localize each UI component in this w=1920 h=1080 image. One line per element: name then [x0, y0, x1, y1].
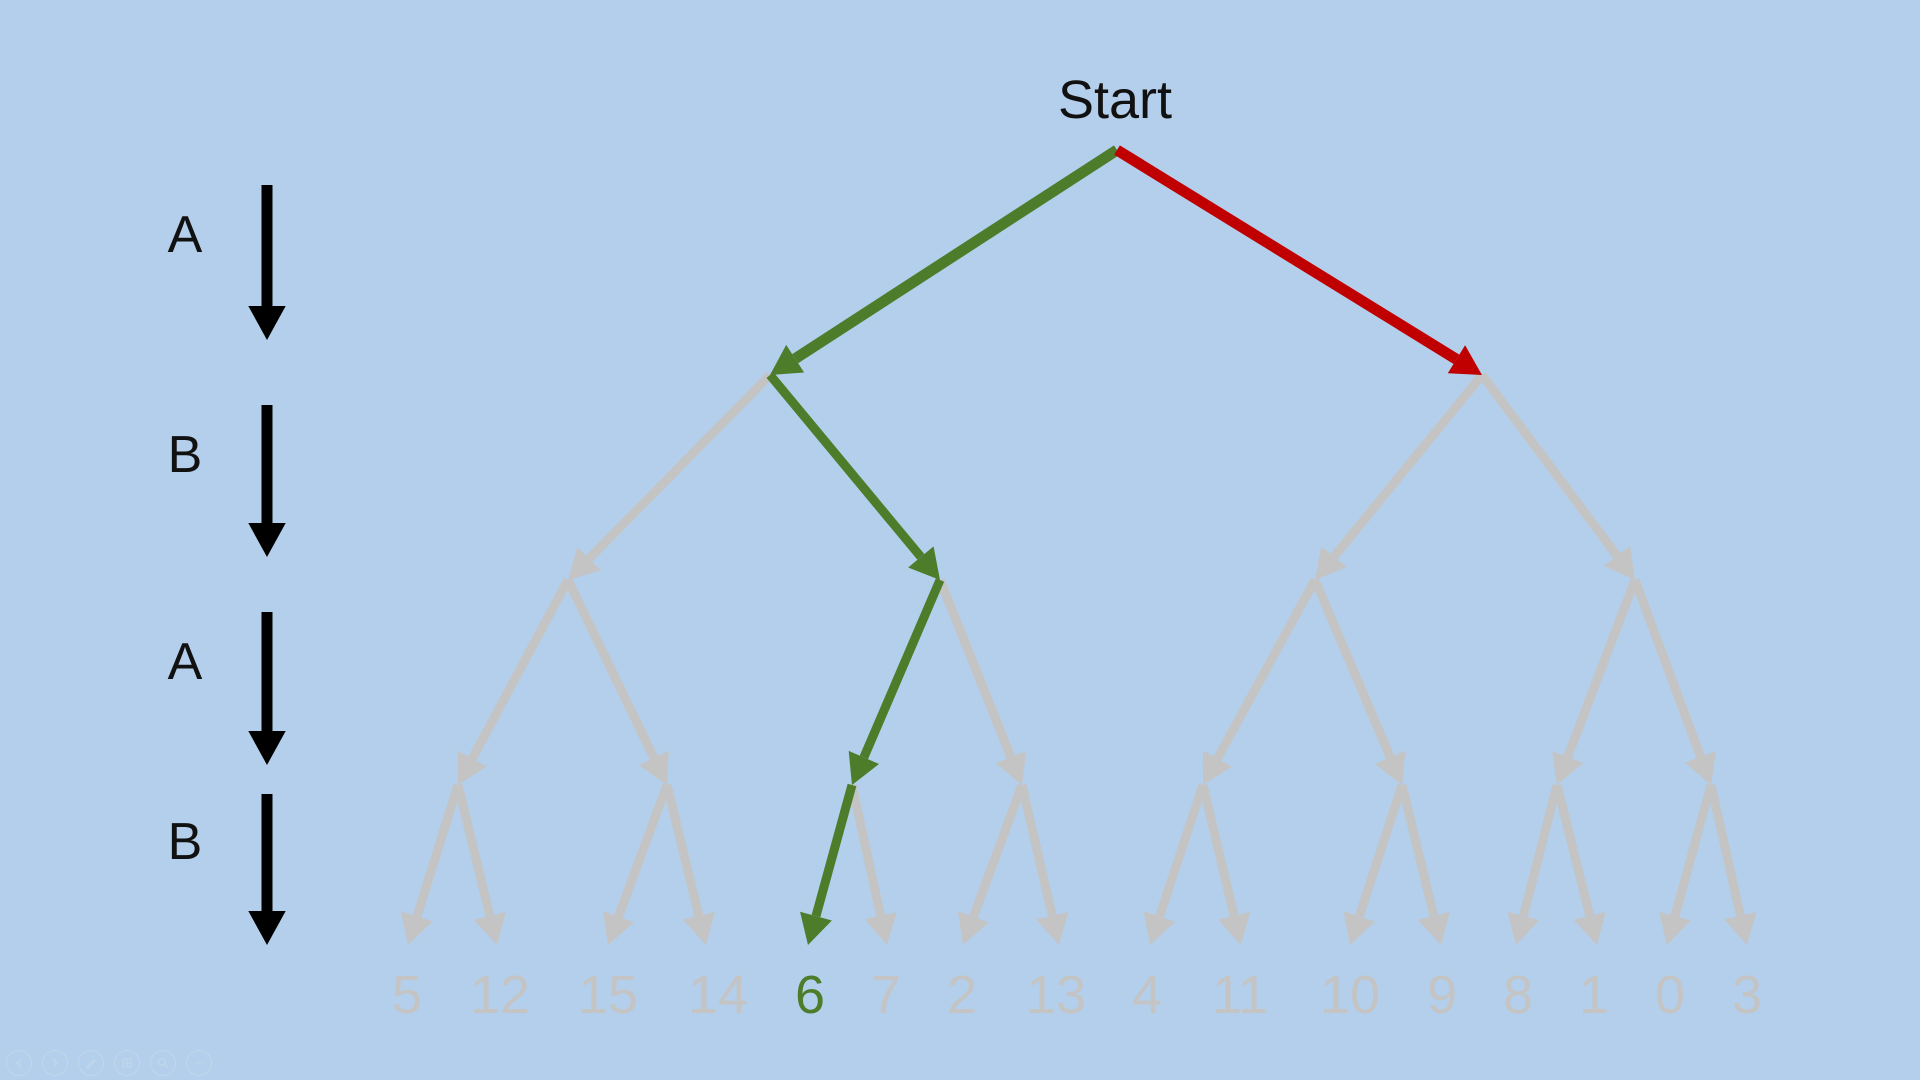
chosen-branch-arrow	[811, 783, 857, 918]
inactive-branch-arrow	[1519, 783, 1562, 918]
inactive-branch-arrow-head	[1507, 911, 1540, 945]
level-label: A	[168, 633, 203, 691]
inactive-branch-arrow-head	[1343, 911, 1375, 945]
leaf-value: 7	[871, 965, 901, 1025]
chosen-branch-arrow	[766, 372, 925, 560]
level-label: B	[168, 426, 203, 484]
leaf-value: 10	[1320, 965, 1380, 1025]
start-label: Start	[1058, 70, 1172, 130]
inactive-branch-arrow-head	[1143, 911, 1176, 945]
level-label: B	[168, 813, 203, 871]
leaf-value: 13	[1026, 965, 1086, 1025]
inactive-branch-arrow-head	[1685, 751, 1717, 785]
inactive-branch-arrow	[1155, 783, 1208, 918]
inactive-branch-arrow-head	[457, 750, 487, 785]
inactive-branch-arrow	[468, 577, 572, 761]
inactive-branch-arrow-head	[682, 911, 715, 945]
inactive-branch-arrow	[1670, 783, 1716, 918]
inactive-branch-arrow	[1563, 578, 1640, 759]
inactive-branch-arrow	[847, 784, 885, 917]
inactive-branch-arrow	[453, 783, 495, 917]
inactive-branch-arrow-head	[639, 750, 669, 785]
leaf-value: 3	[1732, 965, 1762, 1025]
chosen-branch-arrow	[792, 145, 1120, 364]
chosen-branch-arrow-head	[908, 546, 940, 580]
leaf-value: 1	[1579, 965, 1609, 1025]
inactive-branch-arrow	[935, 578, 1016, 759]
inactive-branch-arrow	[1017, 783, 1057, 917]
inactive-branch-arrow-head	[602, 911, 634, 945]
level-down-arrow-head	[248, 911, 286, 945]
rejected-branch-arrow	[1114, 145, 1460, 364]
inactive-branch-arrow	[1198, 783, 1239, 917]
inactive-branch-arrow-head	[1036, 912, 1069, 945]
level-down-arrow-head	[248, 306, 286, 340]
inactive-branch-arrow-head	[1724, 912, 1757, 945]
inactive-branches	[401, 371, 1757, 945]
more-icon[interactable]	[186, 1050, 212, 1076]
next-icon[interactable]	[42, 1050, 68, 1076]
level-indicators	[248, 185, 286, 945]
inactive-branch-arrow-head	[1603, 546, 1635, 580]
level-label: A	[168, 206, 203, 264]
leaf-value: 4	[1132, 965, 1162, 1025]
leaf-value: 15	[578, 965, 638, 1025]
level-down-arrow-head	[248, 523, 286, 557]
inactive-branch-arrow-head	[995, 751, 1027, 785]
level-down-arrow-head	[248, 731, 286, 765]
leaf-value: 8	[1503, 965, 1533, 1025]
inactive-branch-arrow	[969, 783, 1027, 919]
prev-icon[interactable]	[6, 1050, 32, 1076]
rejected-branch-arrow-head	[1447, 345, 1482, 375]
zoom-icon[interactable]	[150, 1050, 176, 1076]
inactive-branch-arrow	[1213, 577, 1319, 761]
inactive-branch-arrow	[1310, 578, 1395, 760]
inactive-branch-arrow	[662, 783, 704, 917]
inactive-branch-arrow	[412, 783, 463, 918]
slides-icon[interactable]	[114, 1050, 140, 1076]
inactive-branch-arrow	[585, 371, 774, 562]
inactive-branch-arrow-head	[1417, 911, 1450, 945]
inactive-branch-arrow-head	[1202, 750, 1232, 785]
inactive-branch-arrow-head	[568, 547, 601, 580]
leaf-value: 9	[1427, 965, 1457, 1025]
chosen-branch-arrow-head	[800, 911, 832, 945]
inactive-branch-arrow-head	[1573, 911, 1606, 945]
inactive-branch-arrow-head	[1375, 750, 1406, 785]
inactive-branch-arrow	[1354, 783, 1407, 918]
chosen-branch-arrow-head	[770, 344, 805, 375]
inactive-branch-arrow-head	[401, 911, 433, 945]
active-branches	[766, 145, 1482, 945]
chosen-branch-arrow-head	[848, 750, 879, 785]
inactive-branch-arrow	[1397, 783, 1439, 917]
inactive-branch-arrow-head	[864, 912, 897, 945]
pen-icon[interactable]	[78, 1050, 104, 1076]
inactive-branch-arrow-head	[1552, 751, 1584, 785]
inactive-branch-arrow	[1630, 578, 1705, 759]
inactive-branch-arrow	[1706, 784, 1745, 917]
leaf-value: 12	[470, 965, 530, 1025]
slideshow-toolbar	[6, 1050, 212, 1076]
chosen-branch-arrow	[859, 578, 945, 760]
inactive-branch-arrow	[614, 783, 672, 919]
leaf-value: 0	[1655, 965, 1685, 1025]
inactive-branch-arrow	[1552, 783, 1595, 917]
inactive-branch-arrow	[1478, 372, 1621, 559]
inactive-branch-arrow	[563, 578, 659, 760]
leaf-value: 14	[688, 965, 748, 1025]
inactive-branch-arrow-head	[473, 911, 506, 945]
inactive-branch-arrow-head	[957, 911, 989, 945]
inactive-branch-arrow-head	[1659, 911, 1691, 945]
leaf-value-highlighted: 6	[795, 965, 825, 1025]
leaf-value: 2	[947, 965, 977, 1025]
inactive-branch-arrow-head	[1315, 546, 1347, 580]
leaf-value: 11	[1212, 965, 1268, 1025]
inactive-branch-arrow-head	[1218, 911, 1251, 945]
leaf-value: 5	[392, 965, 422, 1025]
inactive-branch-arrow	[1330, 372, 1486, 560]
